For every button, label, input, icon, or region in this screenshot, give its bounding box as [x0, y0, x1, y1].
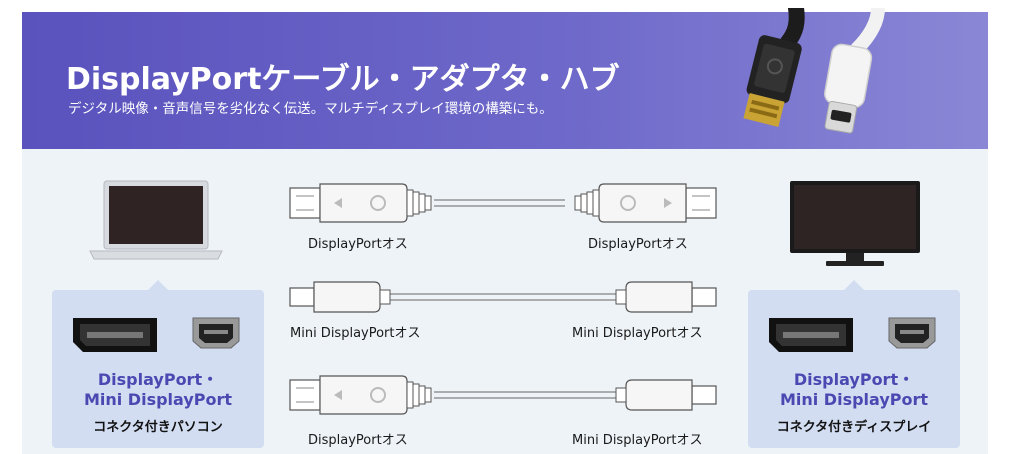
mini-displayport-socket-icon — [192, 317, 240, 349]
connection-diagram: DisplayPort・ Mini DisplayPort コネクタ付きパソコン… — [22, 149, 988, 454]
cable-1-left-label: DisplayPortオス — [308, 237, 408, 252]
display-port-label-1: DisplayPort・ — [793, 370, 915, 389]
mini-displayport-socket-icon — [888, 317, 936, 349]
cable-2-right-label: Mini DisplayPortオス — [572, 326, 703, 341]
displayport-socket-icon — [73, 318, 157, 352]
monitor-image — [790, 181, 920, 266]
cable-3-right-label: Mini DisplayPortオス — [572, 433, 703, 448]
cable-1-right-label: DisplayPortオス — [588, 237, 688, 252]
callout-notch — [148, 280, 168, 290]
display-port-label-2: Mini DisplayPort — [779, 390, 929, 409]
laptop-image — [89, 180, 223, 260]
callout-notch — [844, 280, 864, 290]
page-subtitle: デジタル映像・音声信号を劣化なく伝送。マルチディスプレイ環境の構築にも。 — [68, 101, 553, 117]
display-device-label: コネクタ付きディスプレイ — [776, 420, 932, 435]
pc-port-label-2: Mini DisplayPort — [83, 390, 233, 409]
pc-port-label-1: DisplayPort・ — [97, 370, 219, 389]
cables-illustration — [289, 183, 717, 415]
pc-connector-callout: DisplayPort・ Mini DisplayPort コネクタ付きパソコン — [52, 280, 264, 448]
cable-plugs-image — [743, 8, 885, 134]
cable-3-left-label: DisplayPortオス — [308, 433, 408, 448]
cable-2-left-label: Mini DisplayPortオス — [290, 326, 421, 341]
pc-device-label: コネクタ付きパソコン — [93, 420, 223, 435]
header-banner: DisplayPortケーブル・アダプタ・ハブ デジタル映像・音声信号を劣化なく… — [22, 8, 988, 149]
page-title: DisplayPortケーブル・アダプタ・ハブ — [66, 62, 620, 97]
display-connector-callout: DisplayPort・ Mini DisplayPort コネクタ付きディスプ… — [748, 280, 960, 448]
displayport-socket-icon — [769, 318, 853, 352]
